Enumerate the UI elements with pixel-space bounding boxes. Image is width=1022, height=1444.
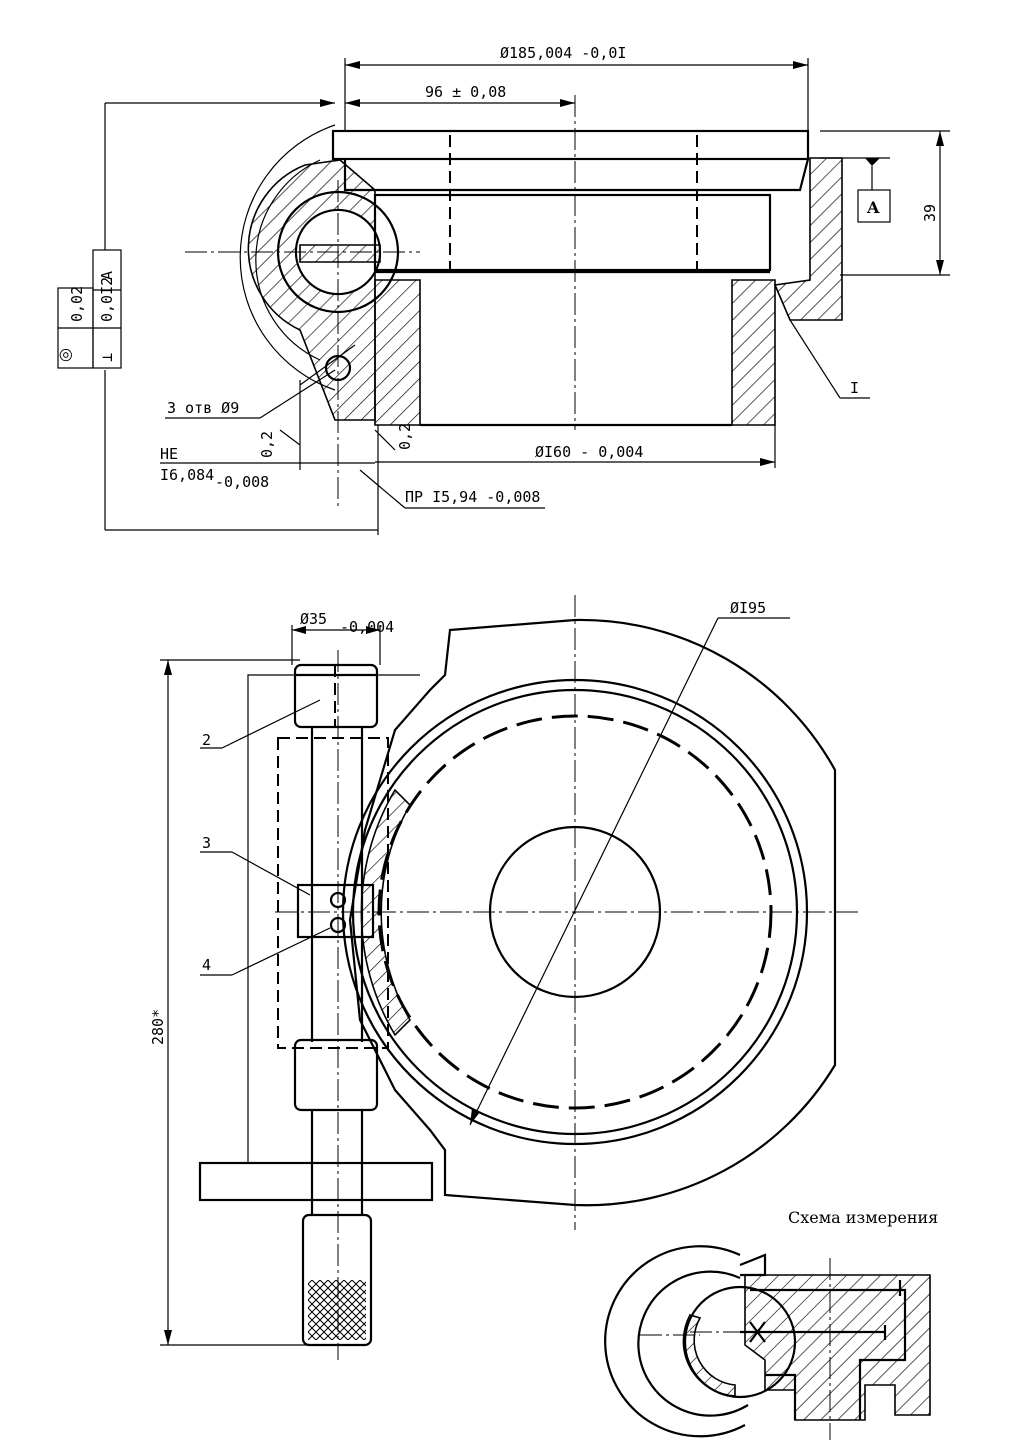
dim-width-96: 96 ± 0,08 (425, 83, 506, 101)
ne-value: I6,084 (160, 466, 214, 484)
datum-box-label: A (866, 198, 880, 217)
knurled-handle (301, 1213, 373, 1347)
bottom-plan-view: ØI95 Ø35 -0,004 280* (149, 595, 860, 1360)
top-flange (331, 129, 810, 161)
perpendicular-symbol: ⊥ (98, 353, 116, 362)
right-hatched-body (773, 157, 843, 321)
chamfer-left: 0,2 (258, 431, 276, 458)
lower-cap (293, 1038, 379, 1112)
perpendicular-value: 0,0I2 (98, 277, 116, 322)
ne-label: НЕ (160, 445, 178, 463)
dim-diameter-35: Ø35 (300, 610, 327, 628)
top-section-view: Ø185,004 -0,0I 96 ± 0,08 39 A I ØI60 - 0… (55, 44, 950, 535)
flange-lower (343, 158, 810, 192)
datum-ref: A (98, 271, 116, 280)
pr-value: ПР I5,94 -0,008 (405, 488, 540, 506)
callout-3: 3 (202, 834, 211, 852)
bore-wall-right (731, 279, 776, 426)
dim-length-280: 280* (149, 1009, 167, 1045)
hidden-frame (277, 737, 389, 1049)
section-mark: I (850, 379, 859, 397)
callout-4: 4 (202, 956, 211, 974)
measurement-scheme-title: Схема измерения (788, 1208, 938, 1227)
hatched-segment (360, 788, 411, 1037)
holes-label: 3 отв Ø9 (167, 399, 239, 417)
dim-height-39: 39 (921, 204, 939, 222)
scheme-outer-arc (604, 1245, 746, 1438)
base-plate (198, 1161, 434, 1202)
housing-outline (348, 618, 837, 1207)
concentricity-symbol: ◎ (55, 348, 74, 362)
dim-diameter-195: ØI95 (730, 599, 766, 617)
tolerance-frame: ◎ 0,02 ⊥ 0,0I2 A (55, 249, 122, 369)
dim-diameter-35-tol: -0,004 (340, 618, 394, 636)
measurement-scheme: Схема измерения (604, 1208, 938, 1440)
inner-body (373, 193, 772, 272)
outer-arc (239, 124, 336, 391)
bore-wall-left (374, 279, 421, 426)
chamfer-right: 0,2 (396, 423, 414, 450)
concentricity-value: 0,02 (68, 286, 86, 322)
dim-outer-diameter: Ø185,004 -0,0I (500, 44, 626, 62)
callout-2: 2 (202, 731, 211, 749)
clamp-block (296, 883, 375, 939)
dim-bore-diameter: ØI60 - 0,004 (535, 443, 643, 461)
ne-tolerance: -0,008 (215, 473, 269, 491)
pin-section (299, 244, 381, 263)
